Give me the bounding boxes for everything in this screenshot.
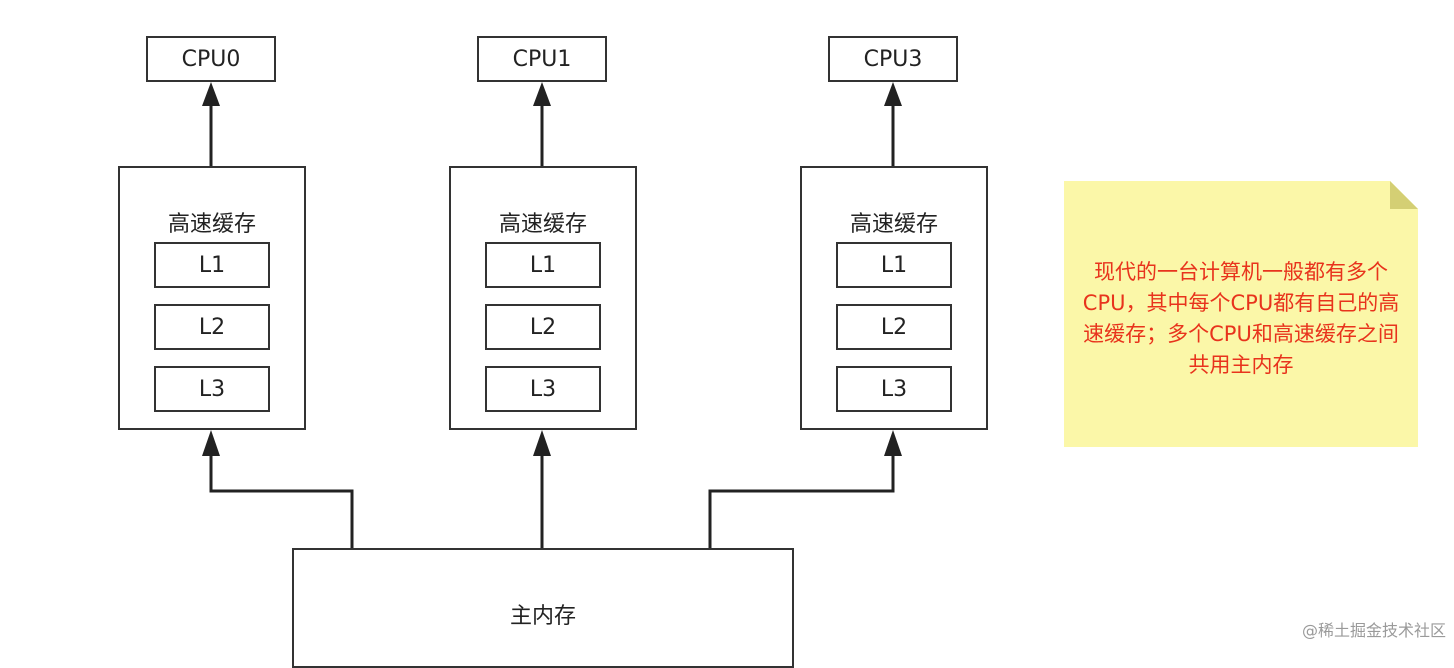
cache-level-l2: L2 <box>836 304 952 350</box>
cpu-label: CPU3 <box>863 46 923 72</box>
cpu-box-1: CPU1 <box>477 36 607 82</box>
arrowhead-cpu0 <box>202 82 220 106</box>
watermark: @稀土掘金技术社区 <box>1301 621 1446 640</box>
cpu-box-0: CPU0 <box>146 36 276 82</box>
cache-title: 高速缓存 <box>498 212 587 237</box>
cache-title: 高速缓存 <box>849 212 938 237</box>
arrowhead-cpu1 <box>533 82 551 106</box>
cache-level-l3: L3 <box>836 366 952 412</box>
arrowhead-cache1 <box>533 430 551 456</box>
cache-level-l1: L1 <box>154 242 270 288</box>
arrowhead-cache0 <box>202 430 220 456</box>
note-shape <box>1064 181 1418 447</box>
cache-level-l3: L3 <box>485 366 601 412</box>
cache-level-l3: L3 <box>154 366 270 412</box>
main-memory-label: 主内存 <box>509 604 576 629</box>
cpu-label: CPU0 <box>181 46 241 72</box>
cache-level-l1: L1 <box>836 242 952 288</box>
cpu-box-3: CPU3 <box>828 36 958 82</box>
cache-block-2: 高速缓存 L1 L2 L3 <box>800 166 988 430</box>
cache-level-l1: L1 <box>485 242 601 288</box>
cache-level-l2: L2 <box>485 304 601 350</box>
cache-level-l2: L2 <box>154 304 270 350</box>
arrow-mem-to-cache0 <box>209 454 354 548</box>
note-text: 现代的一台计算机一般都有多个CPU，其中每个CPU都有自己的高速缓存；多个CPU… <box>1082 260 1400 377</box>
cpu-label: CPU1 <box>512 46 572 72</box>
arrowhead-cpu3 <box>884 82 902 106</box>
sticky-note: 现代的一台计算机一般都有多个CPU，其中每个CPU都有自己的高速缓存；多个CPU… <box>1064 181 1418 447</box>
arrowhead-cache2 <box>884 430 902 456</box>
cache-title: 高速缓存 <box>167 212 256 237</box>
cache-block-1: 高速缓存 L1 L2 L3 <box>449 166 637 430</box>
cache-block-0: 高速缓存 L1 L2 L3 <box>118 166 306 430</box>
arrow-mem-to-cache2 <box>708 454 895 548</box>
main-memory-box: 主内存 <box>292 548 794 668</box>
